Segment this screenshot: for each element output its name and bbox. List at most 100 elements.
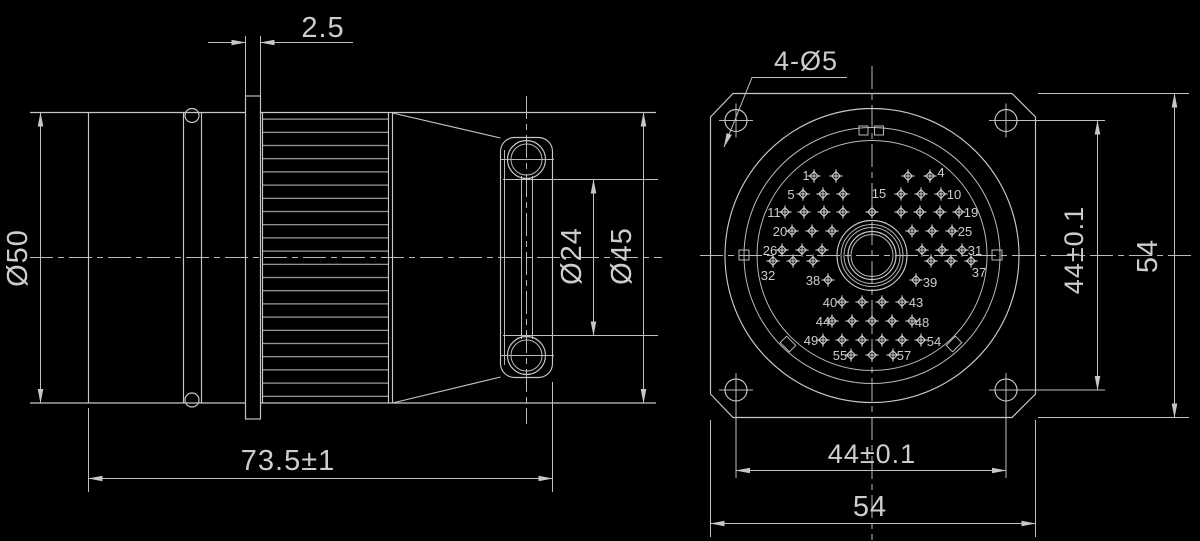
pin <box>884 313 900 329</box>
pin <box>923 253 939 269</box>
pin <box>864 347 880 363</box>
pin <box>815 332 831 348</box>
pin-label-25: 25 <box>958 224 972 239</box>
pin-label-10: 10 <box>947 187 961 202</box>
pin <box>943 253 959 269</box>
dim-body-diameter: Ø50 <box>2 112 44 404</box>
pin <box>874 332 890 348</box>
dim-slot-diameter: Ø24 <box>503 179 658 336</box>
flange-disc <box>244 95 262 420</box>
o-ring-top <box>184 107 200 124</box>
pin <box>900 168 916 184</box>
pin <box>820 272 836 288</box>
cone-bottom <box>392 376 501 404</box>
shell-outer-circle <box>724 107 1020 404</box>
pin <box>893 186 909 202</box>
callout-mount-holes: 4-Ø5 <box>723 46 847 148</box>
central-jack <box>836 219 908 292</box>
pin <box>854 294 870 310</box>
pin <box>864 204 880 220</box>
pin-label-19: 19 <box>964 205 978 220</box>
key-lug-left <box>738 249 750 261</box>
dim-hole-pitch-vertical-label: 44±0.1 <box>1059 206 1089 294</box>
o-ring-bottom <box>184 392 200 408</box>
pin-label-26: 26 <box>763 243 777 258</box>
pin <box>834 332 850 348</box>
pin <box>835 186 851 202</box>
dim-flange-thickness-label: 2.5 <box>301 12 344 44</box>
pin-label-20: 20 <box>773 224 787 239</box>
dim-front-diameter: Ø45 <box>606 112 647 404</box>
pin <box>904 223 920 239</box>
pin <box>954 242 970 258</box>
pin-label-31: 31 <box>968 243 982 258</box>
pin <box>922 168 938 184</box>
pin <box>944 223 960 239</box>
keyway-top-right <box>874 125 884 136</box>
pin <box>816 204 832 220</box>
pin-label-37: 37 <box>972 265 986 280</box>
pin-label-39: 39 <box>923 275 937 290</box>
pin <box>864 313 880 329</box>
pin <box>785 253 801 269</box>
insert-circle <box>756 140 988 371</box>
pin <box>774 242 790 258</box>
pin-label-40: 40 <box>823 295 837 310</box>
pin-label-1: 1 <box>802 168 809 183</box>
pin <box>913 186 929 202</box>
pin <box>914 242 930 258</box>
dim-slot-diameter-label: Ø24 <box>556 227 588 285</box>
key-lug-lower-left <box>779 335 797 353</box>
pin-label-11: 11 <box>767 205 781 220</box>
key-lug-right <box>991 249 1003 261</box>
dim-total-length: 73.5±1 <box>88 382 553 492</box>
pin-label-15: 15 <box>872 186 886 201</box>
dim-flange-thickness: 2.5 <box>208 12 353 98</box>
pin <box>874 294 890 310</box>
key-lug-lower-right <box>945 335 963 353</box>
side-view-outline <box>30 95 656 424</box>
pin <box>804 223 820 239</box>
pin-label-54: 54 <box>927 334 941 349</box>
dim-total-length-label: 73.5±1 <box>241 445 336 477</box>
dim-flange-height-label: 54 <box>1132 239 1164 273</box>
dim-hole-pitch-horizontal: 44±0.1 <box>735 403 1007 478</box>
dim-flange-width: 54 <box>710 420 1036 537</box>
leader-line <box>723 77 847 148</box>
cone-top <box>392 112 501 139</box>
pin <box>824 223 840 239</box>
pin <box>796 204 812 220</box>
pin <box>814 242 830 258</box>
pin <box>795 186 811 202</box>
front-view: 1 4 5 10 11 15 19 20 25 26 31 32 37 38 3… <box>700 46 1196 540</box>
pin-label-57: 57 <box>897 348 911 363</box>
pin-label-5: 5 <box>787 187 794 202</box>
pin <box>913 332 929 348</box>
pin <box>912 204 928 220</box>
pin <box>894 332 910 348</box>
pin-label-38: 38 <box>806 273 820 288</box>
pin-label-44: 44 <box>816 314 830 329</box>
keyway-top-left <box>858 125 869 136</box>
pin <box>844 313 860 329</box>
mounting-flange <box>709 92 1037 419</box>
pin <box>924 223 940 239</box>
dim-flange-width-label: 54 <box>853 491 887 523</box>
pin <box>784 223 800 239</box>
pin-label-49: 49 <box>804 333 818 348</box>
pin <box>933 186 949 202</box>
pin-label-32: 32 <box>761 268 775 283</box>
pin-label-4: 4 <box>937 165 944 180</box>
dim-hole-pitch-horizontal-label: 44±0.1 <box>828 439 916 469</box>
knurled-section <box>262 113 389 403</box>
dim-hole-pitch-vertical: 44±0.1 <box>1015 120 1105 391</box>
pin <box>893 204 909 220</box>
pin <box>828 168 844 184</box>
pin <box>932 204 948 220</box>
dim-front-diameter-label: Ø45 <box>606 227 638 285</box>
shell-circles <box>724 107 1020 404</box>
pin <box>794 242 810 258</box>
pin-label-55: 55 <box>833 348 847 363</box>
